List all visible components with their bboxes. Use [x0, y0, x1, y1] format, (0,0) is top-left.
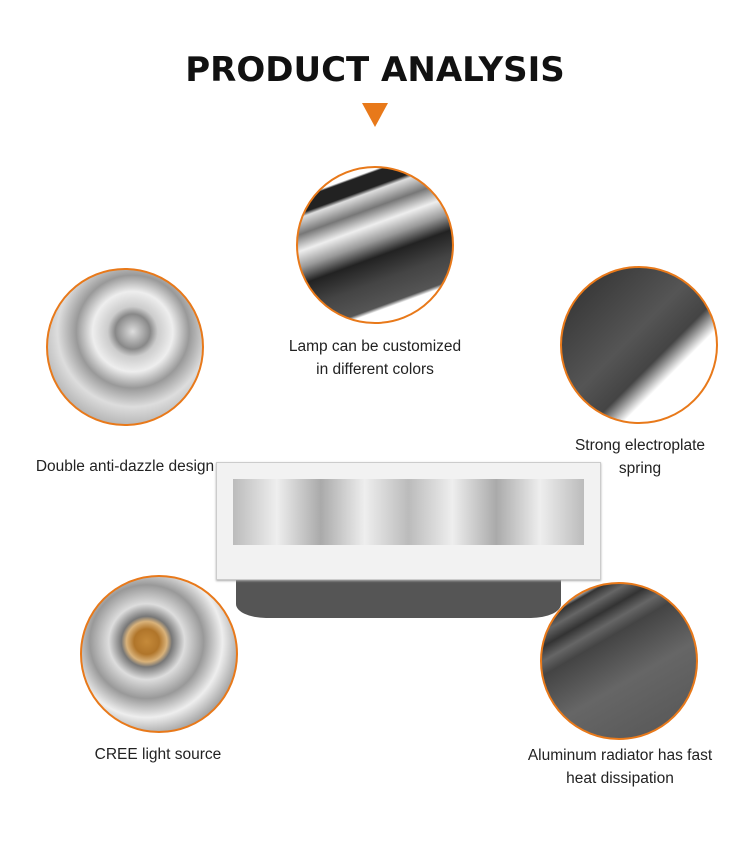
- caption-anti-dazzle: Double anti-dazzle design: [5, 455, 245, 478]
- caption-line: heat dissipation: [566, 770, 674, 787]
- caption-radiator: Aluminum radiator has fast heat dissipat…: [490, 744, 750, 790]
- feature-image-spring: [560, 266, 718, 424]
- page-title: PRODUCT ANALYSIS: [185, 50, 565, 90]
- caption-line: in different colors: [316, 361, 434, 378]
- caption-line: Lamp can be customized: [288, 338, 462, 355]
- feature-image-custom-colors: [296, 166, 454, 324]
- lamp-reflector-image: [233, 479, 584, 545]
- caption-line: Strong electroplate: [574, 437, 706, 454]
- caption-line: CREE light source: [94, 746, 222, 763]
- caption-cree-light: CREE light source: [38, 743, 278, 766]
- caption-custom-colors: Lamp can be customized in different colo…: [255, 335, 495, 381]
- feature-image-anti-dazzle: [46, 268, 204, 426]
- caption-line: Double anti-dazzle design: [35, 458, 215, 475]
- caption-line: spring: [618, 460, 662, 477]
- feature-image-cree-light: [80, 575, 238, 733]
- lamp-product-image: [216, 462, 601, 580]
- caption-spring: Strong electroplate spring: [520, 434, 750, 480]
- feature-image-radiator: [540, 582, 698, 740]
- caption-line: Aluminum radiator has fast: [527, 747, 713, 764]
- down-arrow-icon: [362, 103, 388, 127]
